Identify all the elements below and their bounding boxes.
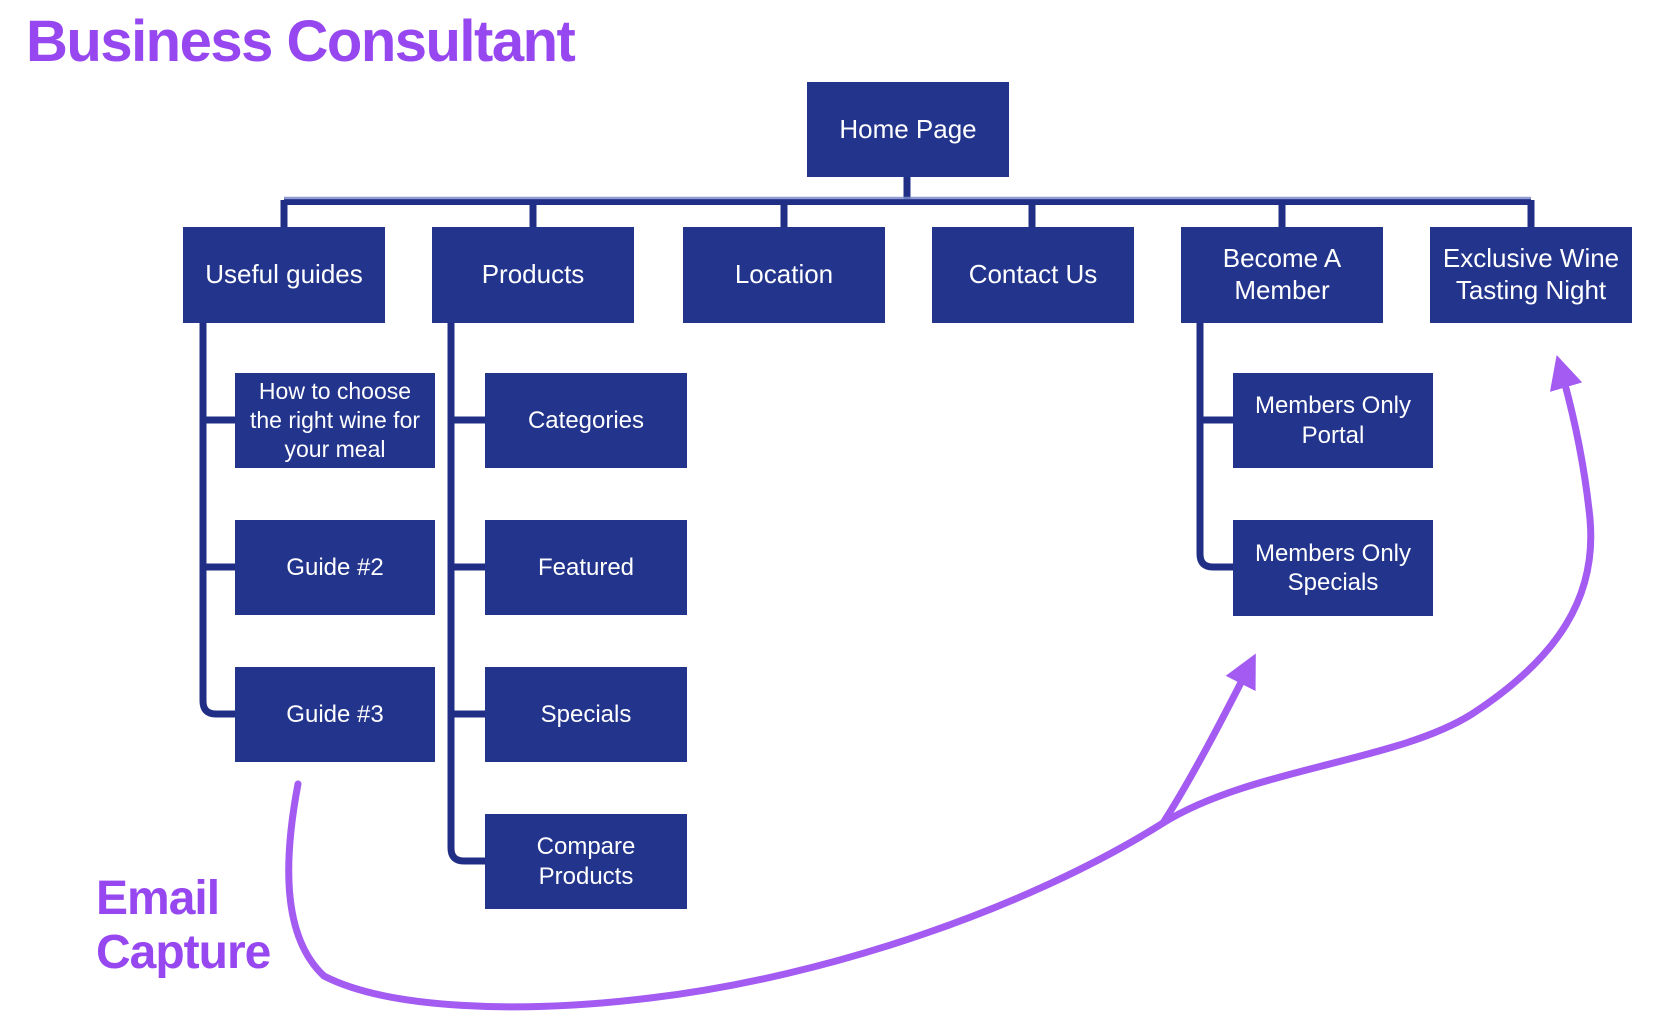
node-useful-guides: Useful guides	[183, 227, 385, 323]
node-home-page: Home Page	[807, 82, 1009, 177]
node-featured: Featured	[485, 520, 687, 615]
node-specials: Specials	[485, 667, 687, 762]
node-guide-2: Guide #2	[235, 520, 435, 615]
email-capture-arrow-to-members-specials	[1159, 653, 1256, 827]
node-how-to-choose-the-right-wine: How to choose the right wine for your me…	[235, 373, 435, 468]
node-location: Location	[683, 227, 885, 323]
node-categories: Categories	[485, 373, 687, 468]
node-contact-us: Contact Us	[932, 227, 1134, 323]
node-members-only-specials: Members Only Specials	[1233, 520, 1433, 616]
node-exclusive-wine-tasting-night: Exclusive Wine Tasting Night	[1430, 227, 1632, 323]
node-become-a-member: Become A Member	[1181, 227, 1383, 323]
node-products: Products	[432, 227, 634, 323]
email-capture-label: Email Capture	[96, 872, 271, 980]
node-guide-3: Guide #3	[235, 667, 435, 762]
node-compare-products: Compare Products	[485, 814, 687, 909]
page-title: Business Consultant	[26, 9, 576, 74]
node-members-only-portal: Members Only Portal	[1233, 373, 1433, 468]
